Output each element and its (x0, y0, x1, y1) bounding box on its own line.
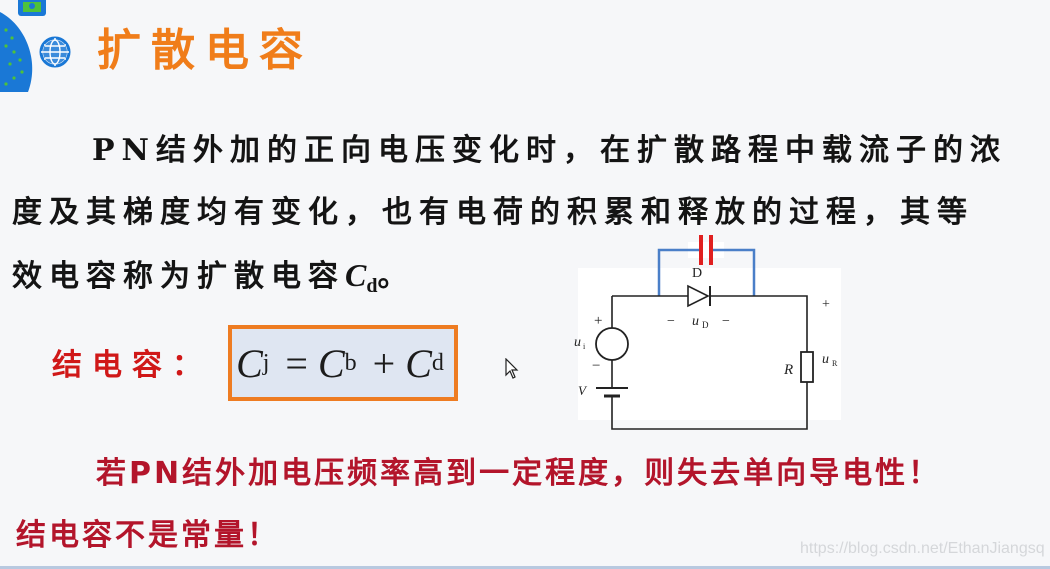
battery-icon (596, 387, 628, 398)
formula-equals: = (285, 340, 308, 386)
bottom-border (0, 566, 1050, 569)
capacitor-icon (699, 235, 713, 265)
svg-text:i: i (583, 342, 586, 351)
formula-cb: C (317, 340, 345, 386)
cd-subscript: d (366, 275, 378, 297)
svg-text:V: V (578, 383, 588, 398)
diode-circuit-diagram: D − u D − + u i − V R u R + (574, 235, 838, 430)
svg-text:+: + (594, 313, 602, 329)
svg-text:D: D (692, 266, 702, 281)
junction-capacitance-label: 结电容： (52, 348, 212, 383)
slide-title: 扩散电容 (97, 25, 313, 76)
formula-plus: + (372, 340, 396, 386)
warning-line-1: 若PN结外加电压频率高到一定程度，则失去单向导电性！ (96, 456, 942, 491)
svg-text:−: − (722, 314, 730, 329)
svg-text:D: D (702, 320, 709, 330)
body-paragraph: PN结外加的正向电压变化时，在扩散路程中载流子的浓 度及其梯度均有变化，也有电荷… (12, 120, 1012, 317)
svg-text:u: u (822, 352, 829, 367)
svg-text:R: R (832, 359, 838, 368)
warning-line-2: 结电容不是常量！ (16, 518, 280, 553)
formula-cd-sub: d (431, 349, 444, 376)
formula-cd: C (405, 340, 432, 386)
voltage-source-icon (595, 327, 629, 361)
paragraph-line-3: 效电容称为扩散电容 (12, 259, 345, 294)
formula-cb-sub: b (344, 349, 357, 376)
svg-text:+: + (822, 297, 830, 312)
svg-text:u: u (692, 314, 699, 329)
mouse-cursor-icon (505, 358, 519, 379)
svg-text:−: − (592, 358, 600, 374)
formula-cj: C (236, 340, 263, 386)
svg-text:u: u (574, 335, 581, 350)
paragraph-line-1: PN结外加的正向电压变化时，在扩散路程中载流子的浓 (92, 133, 1007, 168)
paragraph-line-2: 度及其梯度均有变化，也有电荷的积累和释放的过程，其等 (12, 195, 974, 230)
logo-icon (0, 0, 71, 92)
svg-text:R: R (783, 362, 793, 378)
formula-cj-sub: j (262, 349, 270, 376)
svg-text:−: − (667, 314, 675, 329)
cd-symbol: C (345, 257, 367, 293)
paragraph-period: 。 (377, 259, 415, 294)
diode-icon (687, 284, 711, 308)
resistor-icon (800, 351, 814, 383)
watermark: https://blog.csdn.net/EthanJiangsq (800, 540, 1045, 557)
